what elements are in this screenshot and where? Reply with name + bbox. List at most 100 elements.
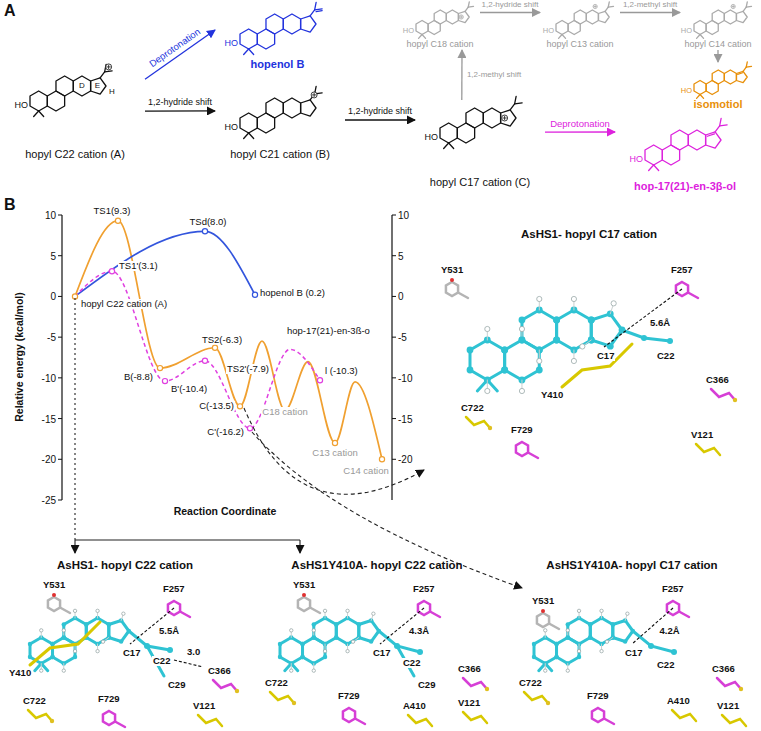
hydrogen-atom (346, 609, 349, 612)
stationary-point (202, 358, 207, 363)
ring-bond (645, 145, 662, 165)
hydrogen-atom (544, 669, 547, 672)
arrow-label: 1,2-hydride shift (348, 107, 412, 117)
ring-bond (557, 310, 592, 350)
atom-label: C17 (122, 648, 141, 658)
molecule-node: hopenol B (215, 2, 340, 72)
residue-stick (672, 710, 696, 721)
hydrogen-atom (62, 629, 65, 632)
bond (707, 134, 714, 136)
ring-bond (736, 71, 747, 82)
atom (519, 337, 526, 344)
residue-stick (688, 293, 698, 299)
ring-bond (91, 78, 106, 94)
stationary-point (157, 365, 162, 370)
cation-symbol (459, 15, 463, 19)
residue-label: Y531 (440, 265, 464, 275)
energy-label: B'(-10.4) (170, 384, 208, 394)
stationary-point (317, 378, 322, 383)
residue-label: F257 (661, 584, 685, 594)
energy-label: TS1(9.3) (93, 206, 132, 216)
leader-line (75, 539, 300, 540)
hydrogen-atom (312, 629, 315, 632)
residue-label: C722 (264, 678, 289, 688)
atom (50, 642, 54, 646)
tick-label: 10 (45, 210, 56, 221)
energy-label: B(-8.8) (123, 372, 154, 382)
bond (605, 7, 608, 11)
atom (300, 655, 304, 659)
residue-ring (343, 708, 355, 722)
energy-label: C14 cation (342, 466, 389, 476)
residue-stick (198, 715, 222, 726)
atom (300, 655, 304, 659)
molecule-node: hopyl C14 cation (680, 0, 756, 50)
bond (315, 2, 317, 9)
atom (519, 317, 526, 324)
ring-bond (280, 638, 303, 664)
residue-label: C366 (457, 664, 482, 674)
hydrogen-atom (372, 612, 375, 615)
hydrogen-atom (600, 649, 603, 652)
bond (738, 73, 743, 75)
distance-label: 3.0 (186, 647, 201, 657)
residue-stick (408, 715, 432, 726)
ring-bond (688, 130, 705, 150)
panel-heading: AsHS1- hopyl C17 cation (521, 228, 657, 241)
ring-bond (283, 98, 300, 118)
ring-bond (568, 618, 591, 644)
stationary-point (379, 457, 384, 462)
ring-bond (336, 618, 359, 644)
atom-label: C22 (656, 351, 675, 361)
bond (244, 49, 249, 55)
residue-label: F729 (510, 425, 534, 435)
residue-ring (537, 613, 549, 627)
atom (566, 635, 570, 639)
energy-label: TS2'(-7.9) (226, 364, 270, 374)
protein-pocket (28, 593, 239, 727)
atom (588, 317, 595, 324)
tick-mark (58, 459, 62, 460)
residue-stick (213, 680, 237, 691)
hydroxyl-label: HO (225, 123, 239, 133)
tick-label: -10 (398, 372, 412, 383)
tick-label: 10 (398, 210, 409, 221)
panel-heading: AsHS1Y410A- hopyl C22 cation (291, 559, 462, 572)
hydrogen-atom (73, 649, 76, 652)
atom (611, 622, 615, 626)
hydrogen-atom (101, 640, 104, 643)
residue-label: C722 (22, 696, 47, 706)
energy-label: l (-10.3) (324, 366, 359, 376)
arrow-label: 1,2-hydride shift (148, 98, 212, 108)
bond (249, 49, 254, 55)
ring-bond (434, 10, 446, 24)
reaction-arrow (345, 119, 415, 120)
atom (532, 655, 536, 659)
bond (743, 67, 746, 71)
atom (553, 317, 560, 324)
ring-bond (522, 310, 557, 350)
leader-arrow (252, 432, 522, 588)
bond (697, 35, 701, 39)
hydroxyl-label: HO (15, 101, 29, 111)
bond (743, 7, 746, 11)
protein-pocket (446, 278, 737, 458)
atom (119, 639, 123, 643)
molecule-node: hopyl C13 cation (540, 0, 620, 50)
bond (649, 165, 654, 171)
cation-symbol (732, 6, 735, 7)
hydrogen-atom (600, 609, 603, 612)
molecule-name: hop-17(21)-en-3β-ol (634, 180, 736, 193)
tick-mark (392, 296, 396, 297)
hydrogen-atom (537, 296, 542, 301)
reaction-arrow (717, 50, 718, 62)
ring-bond (73, 76, 90, 96)
sulfur-atom (235, 689, 239, 693)
molecule-name: hopyl C14 cation (684, 39, 751, 49)
residue-label: Y531 (42, 580, 66, 590)
ring-bond (712, 10, 724, 24)
energy-curve (75, 221, 382, 460)
ring-bond (574, 10, 586, 24)
ring-bond (694, 81, 706, 95)
ring-bond (359, 620, 379, 641)
